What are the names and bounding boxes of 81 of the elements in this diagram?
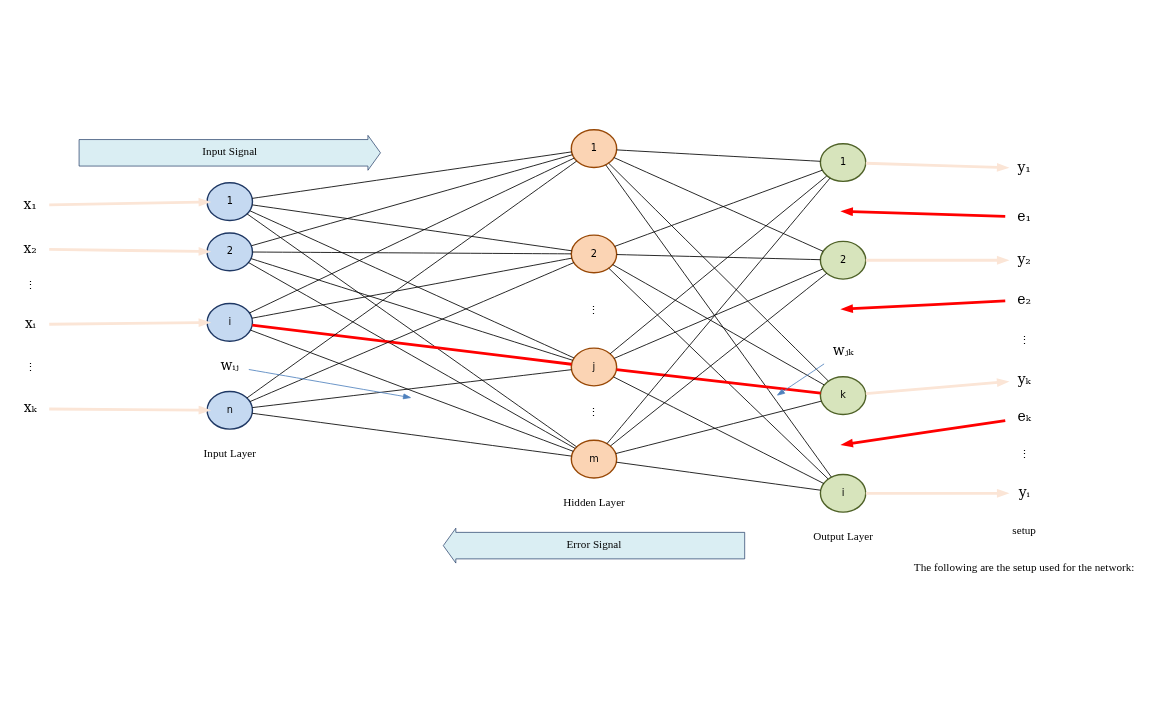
label: ⋮: [588, 303, 600, 316]
node-text: wⱼₖ: [832, 342, 854, 359]
connector: [616, 149, 821, 162]
connector: [249, 262, 575, 402]
arrow: [49, 405, 212, 415]
node-ellipse: k: [819, 376, 867, 416]
connector: [250, 329, 574, 452]
node-text: yᵢ: [1018, 483, 1030, 500]
connector: [616, 461, 821, 491]
connector: [246, 213, 577, 448]
node-text: wᵢⱼ: [220, 356, 239, 373]
label: ⋮: [1018, 448, 1030, 461]
connector: [613, 157, 824, 252]
connector: [251, 369, 572, 409]
connector: [608, 162, 829, 382]
node-ellipse: 2: [570, 234, 618, 274]
arrow: [865, 255, 1010, 265]
arrow: [49, 318, 212, 328]
node-text: xᵢ: [24, 314, 36, 331]
label: Output Layer: [813, 529, 873, 542]
connector: [609, 175, 828, 355]
node-ellipse: 2: [819, 240, 867, 280]
node-text: y₁: [1017, 158, 1031, 175]
connector: [251, 257, 573, 319]
node-ellipse: m: [570, 439, 618, 479]
connector: [248, 262, 576, 449]
connector: [251, 412, 572, 457]
label: Hidden Layer: [563, 495, 625, 508]
connector: [615, 400, 822, 454]
arrow: [865, 488, 1010, 498]
connector: [608, 267, 829, 480]
connector: [250, 258, 573, 361]
node-text: yₖ: [1017, 370, 1031, 387]
arrow: [840, 299, 1006, 314]
node-ellipse: 1: [819, 143, 867, 183]
node-text: x₂: [23, 239, 37, 256]
arrow: [49, 197, 212, 207]
node-ellipse: n: [206, 390, 254, 430]
connector: [616, 254, 821, 261]
label: ⋮: [1018, 333, 1030, 346]
connector: [249, 157, 575, 314]
connector: [605, 164, 832, 478]
node-text: eₖ: [1017, 408, 1031, 425]
node-ellipse: i: [819, 473, 867, 513]
connector: [616, 368, 821, 395]
connector: [606, 177, 831, 444]
node-ellipse: j: [570, 347, 618, 387]
connector: [610, 272, 828, 447]
connector: [246, 160, 578, 399]
connector: [251, 151, 573, 199]
node-ellipse: 1: [570, 129, 618, 169]
node-ellipse: i: [206, 302, 254, 342]
arrow: [248, 369, 411, 400]
connector: [612, 264, 825, 386]
node-ellipse: 1: [206, 182, 254, 222]
connector: [614, 169, 823, 247]
arrow: [777, 363, 825, 396]
arrow: [865, 378, 1010, 396]
arrow: [865, 161, 1010, 172]
node-ellipse: 2: [206, 232, 254, 272]
label: ⋮: [588, 406, 600, 419]
node-text: e₁: [1017, 207, 1032, 224]
node-text: e₂: [1017, 290, 1032, 307]
connector: [249, 210, 575, 359]
label: setup: [1012, 523, 1036, 536]
node-text: y₂: [1017, 250, 1031, 267]
arrow: [49, 247, 212, 256]
connector: [613, 376, 825, 484]
connector: [252, 251, 572, 255]
connector: [251, 154, 573, 247]
label: ⋮: [24, 279, 36, 292]
arrow: [840, 419, 1006, 448]
node-text: xₖ: [23, 399, 37, 416]
connector: [252, 323, 572, 366]
connector: [251, 204, 573, 252]
label: Input Layer: [203, 446, 256, 459]
label: ⋮: [24, 361, 36, 374]
arrow: [840, 207, 1006, 218]
node-text: x₁: [23, 195, 37, 212]
label: The following are the setup used for the network:: [913, 561, 1135, 574]
connector: [613, 268, 824, 359]
